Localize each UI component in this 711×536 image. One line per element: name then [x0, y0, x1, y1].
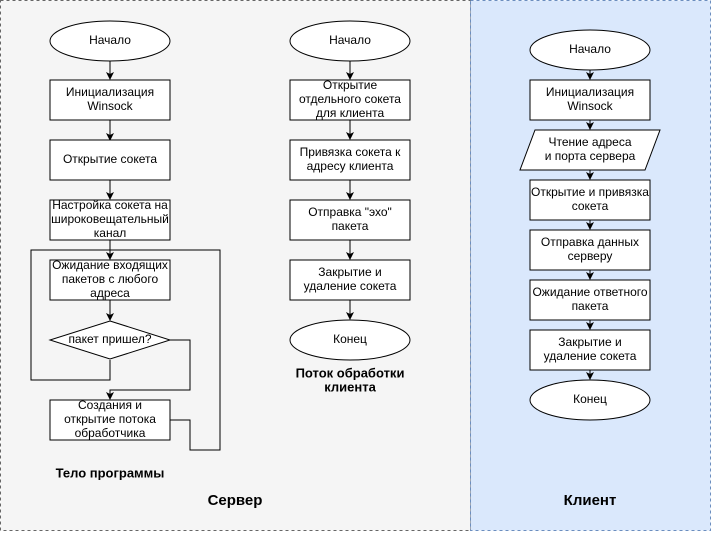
client-start-terminal	[529, 29, 651, 71]
handler-end-label: Конец	[333, 332, 367, 346]
client-close-process	[529, 329, 651, 371]
client-end-label: Конец	[573, 392, 607, 406]
server-create-thread-process	[49, 399, 171, 441]
server-main-caption: Тело программы	[56, 465, 165, 480]
client-open-bind-process	[529, 179, 651, 221]
arrow-thread-loop-back	[110, 249, 221, 451]
arrow-decision-yes	[106, 339, 191, 400]
server-start-label: Начало	[89, 33, 131, 47]
client-read-address-io	[519, 129, 661, 171]
server-packet-decision-label: пакет пришел?	[68, 332, 151, 346]
client-wait-reply-process	[529, 279, 651, 321]
arrow-decision-no-loop	[30, 249, 111, 381]
handler-bind-process	[289, 139, 411, 181]
server-packet-decision	[48, 320, 172, 360]
client-send-data-process	[529, 229, 651, 271]
handler-end-terminal	[289, 319, 411, 361]
handler-open-socket-process	[289, 79, 411, 121]
server-open-socket-label: Открытие сокета	[63, 152, 157, 166]
client-end-terminal	[529, 379, 651, 421]
client-panel-label: Клиент	[564, 492, 617, 509]
server-open-socket-process	[49, 139, 171, 181]
server-setup-broadcast-process	[49, 199, 171, 241]
server-wait-packets-process	[49, 259, 171, 301]
handler-send-echo-label: Отправка "эхо"пакета	[308, 205, 392, 233]
handler-send-echo-process	[289, 199, 411, 241]
client-start-label: Начало	[569, 42, 611, 56]
server-panel-label: Сервер	[208, 492, 263, 509]
handler-start-label: Начало	[329, 33, 371, 47]
client-init-process	[529, 79, 651, 121]
server-start-terminal	[49, 20, 171, 62]
handler-start-terminal	[289, 20, 411, 62]
handler-close-process	[289, 259, 411, 301]
server-init-process	[49, 79, 171, 121]
